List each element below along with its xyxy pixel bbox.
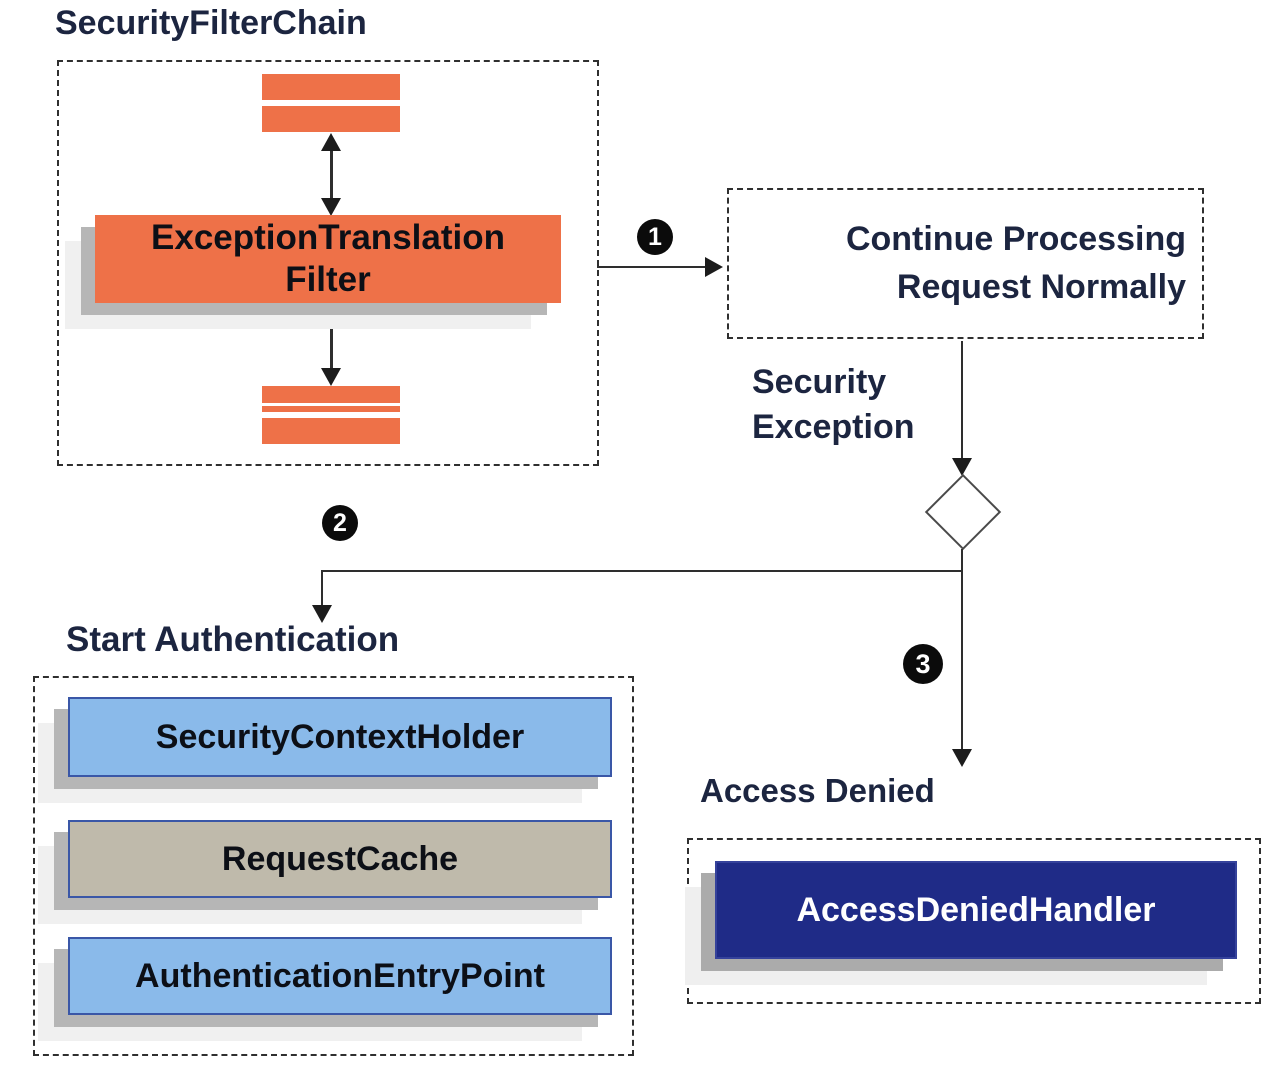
security-filter-chain-label: SecurityFilterChain	[55, 4, 367, 42]
flow-line-step1	[597, 266, 707, 268]
authentication-entry-point-label: AuthenticationEntryPoint	[135, 956, 545, 995]
start-authentication-label: Start Authentication	[66, 620, 400, 659]
arrowhead-up-icon	[321, 307, 341, 325]
arrowhead-down-icon	[952, 458, 972, 476]
authentication-entry-point-node: AuthenticationEntryPoint	[68, 937, 612, 1015]
exception-translation-filter-node: ExceptionTranslation Filter	[95, 215, 561, 303]
step-3-badge: 3	[903, 644, 943, 684]
access-denied-handler-label: AccessDeniedHandler	[796, 890, 1156, 929]
filter-bar	[262, 386, 400, 412]
arrowhead-up-icon	[321, 133, 341, 151]
filter-bar	[262, 418, 400, 444]
up-down-arrow-icon	[330, 150, 333, 200]
up-down-arrow-icon	[330, 325, 333, 370]
security-context-holder-node: SecurityContextHolder	[68, 697, 612, 777]
step-1-badge: 1	[637, 219, 673, 255]
arrowhead-down-icon	[321, 368, 341, 386]
continue-processing-node: Continue Processing Request Normally	[727, 188, 1204, 339]
exception-translation-filter-label-line2: Filter	[285, 260, 371, 299]
step-2-badge: 2	[322, 505, 358, 541]
flow-line-security-exception	[961, 341, 963, 461]
flow-line-step2-vertical	[321, 570, 323, 608]
arrowhead-down-icon	[312, 605, 332, 623]
request-cache-node: RequestCache	[68, 820, 612, 898]
start-authentication-box	[33, 676, 634, 1056]
request-cache-label: RequestCache	[221, 839, 459, 878]
security-exception-label: Security Exception	[752, 360, 914, 450]
arrowhead-down-icon	[321, 198, 341, 216]
security-filter-chain-box	[57, 60, 599, 466]
access-denied-box	[687, 838, 1261, 1004]
continue-processing-label-line1: Continue Processing	[845, 219, 1186, 258]
flow-line-step2-horizontal	[322, 570, 963, 572]
exception-translation-filter-label-line1: ExceptionTranslation	[151, 218, 505, 257]
arrowhead-right-icon	[705, 257, 723, 277]
filter-bar	[262, 106, 400, 132]
flow-line-step3	[961, 549, 963, 752]
security-exception-label-line2: Exception	[752, 407, 915, 446]
security-exception-label-line1: Security	[752, 363, 887, 401]
decision-diamond	[924, 473, 1002, 551]
arrowhead-down-icon	[952, 749, 972, 767]
security-context-holder-label: SecurityContextHolder	[155, 717, 525, 756]
filter-bar	[262, 74, 400, 100]
access-denied-label: Access Denied	[700, 772, 935, 809]
continue-processing-label-line2: Request Normally	[896, 267, 1186, 306]
access-denied-handler-node: AccessDeniedHandler	[715, 861, 1237, 959]
filter-bar-divider	[262, 403, 400, 406]
